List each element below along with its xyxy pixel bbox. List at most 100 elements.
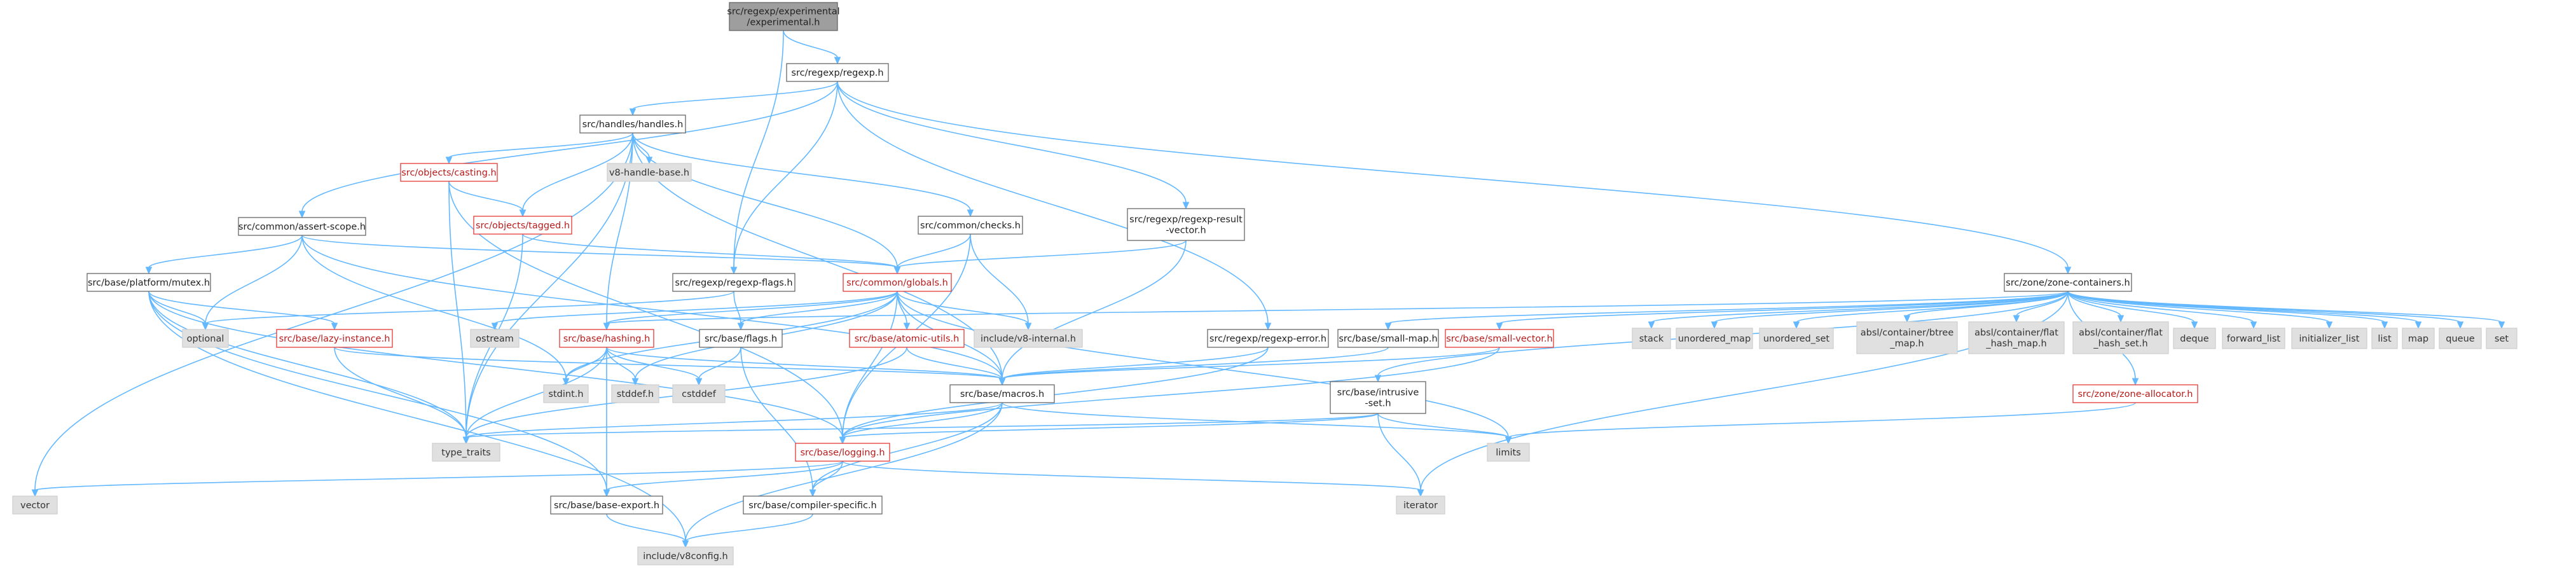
node-label: src/base/intrusive bbox=[1337, 388, 1419, 398]
edge-line bbox=[606, 291, 898, 324]
dependency-edge-smallmap-to-macros bbox=[998, 347, 1389, 386]
node-label: initializer_list bbox=[2299, 334, 2360, 344]
node-box bbox=[2439, 328, 2482, 349]
file-node-experimental[interactable]: src/regexp/experimental/experimental.h bbox=[727, 2, 840, 31]
edge-line bbox=[465, 347, 607, 438]
file-node-regexp[interactable]: src/regexp/regexp.h bbox=[786, 63, 889, 82]
file-node-macros[interactable]: src/base/macros.h bbox=[949, 384, 1055, 403]
file-node-regexperror[interactable]: src/regexp/regexp-error.h bbox=[1207, 329, 1329, 348]
file-node-atomicutils[interactable]: src/base/atomic-utils.h bbox=[849, 329, 965, 348]
node-label: unordered_set bbox=[1763, 334, 1830, 344]
file-node-checks[interactable]: src/common/checks.h bbox=[918, 216, 1023, 235]
arrowhead bbox=[967, 209, 974, 218]
file-node-mutex[interactable]: src/base/platform/mutex.h bbox=[86, 273, 211, 292]
file-node-btree: absl/container/btree_map.h bbox=[1856, 321, 1958, 354]
node-box bbox=[1127, 208, 1245, 241]
arrowhead bbox=[298, 211, 306, 219]
node-box bbox=[473, 216, 572, 235]
edge-line bbox=[148, 291, 843, 438]
arrowhead bbox=[445, 156, 453, 165]
edge-line bbox=[465, 132, 633, 438]
file-node-handles[interactable]: src/handles/handles.h bbox=[579, 114, 686, 134]
file-node-regexpflags[interactable]: src/regexp/regexp-flags.h bbox=[672, 273, 796, 292]
arrowhead bbox=[839, 436, 846, 445]
file-node-vector: vector bbox=[12, 495, 58, 515]
node-box bbox=[607, 163, 692, 182]
edge-line bbox=[301, 235, 898, 268]
arrowhead bbox=[462, 436, 470, 445]
node-label: src/regexp/regexp-flags.h bbox=[675, 278, 792, 288]
edge-line bbox=[1499, 291, 2069, 324]
file-node-map: map bbox=[2402, 328, 2435, 349]
file-node-intrusiveset[interactable]: src/base/intrusive-set.h bbox=[1330, 381, 1426, 414]
dependency-edge-regexp-to-assertscope bbox=[298, 81, 838, 219]
dependency-edge-zonecontainers-to-deque bbox=[2067, 291, 2198, 329]
dependency-edge-zonecontainers-to-forward_list bbox=[2067, 291, 2257, 329]
node-label: src/base/base-export.h bbox=[554, 501, 659, 511]
edge-line bbox=[812, 461, 843, 491]
node-box bbox=[86, 273, 211, 292]
node-label: src/zone/zone-allocator.h bbox=[2077, 389, 2193, 399]
file-node-stdint: stdint.h bbox=[543, 384, 589, 403]
node-label: absl/container/flat bbox=[2079, 328, 2163, 338]
file-node-hashing[interactable]: src/base/hashing.h bbox=[559, 329, 654, 348]
node-box bbox=[672, 273, 796, 292]
node-label: src/base/compiler-specific.h bbox=[748, 501, 877, 511]
file-node-zonecontainers[interactable]: src/zone/zone-containers.h bbox=[2004, 273, 2132, 292]
dependency-edge-macros-to-typetraits bbox=[462, 402, 1003, 445]
dependency-edge-assertscope-to-macros bbox=[301, 235, 1006, 386]
arrowhead bbox=[2498, 321, 2505, 329]
dependency-edge-experimental-to-regexpflags bbox=[730, 30, 784, 275]
file-node-compilerspecific[interactable]: src/base/compiler-specific.h bbox=[743, 495, 883, 515]
edge-line bbox=[301, 81, 838, 212]
file-node-assertscope[interactable]: src/common/assert-scope.h bbox=[238, 217, 366, 236]
dependency-edge-logging-to-baseexport bbox=[603, 461, 843, 497]
edge-line bbox=[606, 347, 699, 380]
node-label: stddef.h bbox=[617, 389, 654, 399]
node-box bbox=[559, 329, 654, 348]
node-box bbox=[1676, 328, 1753, 349]
arrowhead bbox=[1793, 321, 1800, 329]
node-box bbox=[611, 384, 659, 403]
node-label: cstddef bbox=[682, 389, 717, 399]
file-node-v8handlebase: v8-handle-base.h bbox=[607, 163, 692, 182]
file-node-tagged[interactable]: src/objects/tagged.h bbox=[473, 216, 572, 235]
arrowhead bbox=[331, 322, 338, 331]
file-node-baseflags[interactable]: src/base/flags.h bbox=[699, 329, 783, 348]
edge-line bbox=[1002, 240, 1187, 380]
arrowhead bbox=[682, 540, 689, 548]
file-node-zoneallocator[interactable]: src/zone/zone-allocator.h bbox=[2072, 384, 2198, 403]
file-node-typetraits: type_traits bbox=[432, 443, 500, 462]
edge-line bbox=[733, 291, 741, 324]
node-label: src/base/platform/mutex.h bbox=[88, 278, 210, 288]
dependency-edge-lazyinstance-to-typetraits bbox=[334, 347, 470, 445]
edge-line bbox=[1002, 347, 1389, 380]
node-label: src/regexp/regexp.h bbox=[791, 68, 883, 78]
edge-line bbox=[34, 132, 633, 491]
node-label: src/objects/tagged.h bbox=[476, 221, 570, 231]
file-node-smallvector[interactable]: src/base/small-vector.h bbox=[1445, 329, 1554, 348]
file-node-casting[interactable]: src/objects/casting.h bbox=[400, 163, 498, 182]
edge-line bbox=[733, 30, 784, 268]
file-node-smallmap[interactable]: src/base/small-map.h bbox=[1337, 329, 1439, 348]
file-node-lazyinstance[interactable]: src/base/lazy-instance.h bbox=[276, 329, 393, 348]
node-label: src/base/atomic-utils.h bbox=[855, 334, 960, 344]
arrowhead bbox=[2013, 315, 2020, 323]
file-node-baseexport[interactable]: src/base/base-export.h bbox=[550, 495, 663, 515]
edge-line bbox=[2067, 291, 2254, 323]
node-label: iterator bbox=[1403, 501, 1438, 511]
edge-line bbox=[465, 402, 1003, 438]
edge-line bbox=[148, 291, 607, 491]
node-box bbox=[1396, 495, 1445, 515]
edge-line bbox=[34, 461, 843, 491]
file-node-resultvector[interactable]: src/regexp/regexp-result-vector.h bbox=[1127, 208, 1245, 241]
dependency-edge-globals-to-hashing bbox=[603, 291, 898, 331]
file-node-globals[interactable]: src/common/globals.h bbox=[843, 273, 952, 292]
edge-line bbox=[205, 235, 303, 324]
node-label: src/common/globals.h bbox=[846, 278, 948, 288]
edge-line bbox=[148, 235, 303, 268]
edge-line bbox=[606, 291, 2069, 324]
file-node-logging[interactable]: src/base/logging.h bbox=[795, 443, 890, 462]
arrowhead bbox=[645, 156, 653, 165]
edge-line bbox=[1377, 413, 1421, 491]
